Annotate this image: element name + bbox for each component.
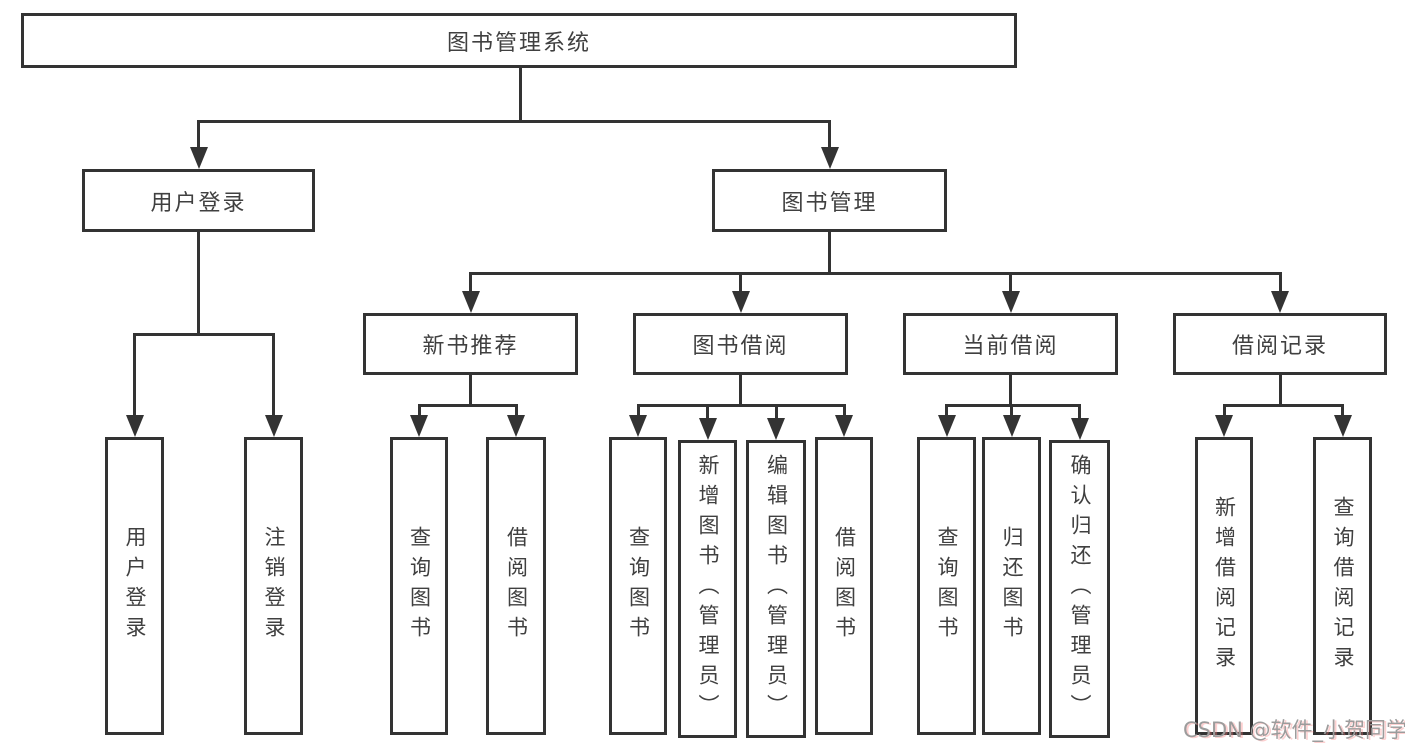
connector-line [945,404,948,417]
leaf-logout: 注销登录 [244,437,303,735]
connector-line [739,373,742,406]
node-book-borrow-label: 图书借阅 [692,334,789,359]
csdn-watermark: CSDN @软件_小贺同学 [1183,718,1405,742]
leaf-user-login: 用户登录 [105,437,164,735]
leaf-borrow-borrow-books-label: 借阅图书 [832,526,857,646]
node-user-login-label: 用户登录 [150,190,247,216]
arrow-down-icon [1333,415,1352,437]
connector-line [706,404,709,419]
node-root: 图书管理系统 [21,13,1017,68]
leaf-recommend-query-books-label: 查询图书 [407,526,432,646]
node-root-label: 图书管理系统 [446,30,591,56]
arrow-down-icon [1001,291,1020,313]
arrow-down-icon [1070,418,1089,440]
leaf-current-query-books: 查询图书 [917,437,976,735]
connector-line [1278,272,1282,293]
connector-line [636,404,640,417]
node-borrow-records: 借阅记录 [1173,313,1387,375]
connector-line [1222,404,1343,407]
leaf-add-borrow-record-label: 新增借阅记录 [1212,496,1237,676]
leaf-logout-label: 注销登录 [262,526,286,646]
arrow-down-icon [835,415,853,437]
node-new-book-recommend-label: 新书推荐 [422,334,519,359]
leaf-borrow-borrow-books: 借阅图书 [815,437,873,735]
connector-line [197,230,200,334]
leaf-borrow-query-books-label: 查询图书 [626,526,651,646]
connector-line [417,404,421,417]
node-book-management: 图书管理 [712,169,947,232]
arrow-down-icon [937,415,956,437]
node-current-borrow: 当前借阅 [903,313,1118,375]
leaf-confirm-return-admin: 确认归还（管理员） [1049,440,1110,738]
connector-line [417,404,518,407]
connector-line [469,272,472,293]
connector-line [1010,404,1013,417]
leaf-return-books-label: 归还图书 [1000,526,1024,646]
connector-line [518,66,522,120]
connector-line [133,333,136,417]
arrow-down-icon [1215,415,1233,437]
connector-line [636,404,846,407]
connector-line [469,272,1282,275]
connector-line [1341,404,1344,417]
leaf-query-borrow-record-label: 查询借阅记录 [1331,496,1355,676]
node-current-borrow-label: 当前借阅 [962,334,1059,359]
node-user-login: 用户登录 [82,169,315,232]
connector-line [272,333,275,417]
arrow-down-icon [1271,291,1289,313]
leaf-return-books: 归还图书 [982,437,1041,735]
node-book-management-label: 图书管理 [781,190,878,216]
arrow-down-icon [629,415,647,437]
leaf-add-books-admin: 新增图书（管理员） [678,440,737,738]
node-book-borrow: 图书借阅 [633,313,848,375]
arrow-down-icon [731,291,750,313]
arrow-down-icon [461,291,480,313]
arrow-down-icon [507,415,525,437]
leaf-borrow-query-books: 查询图书 [609,437,667,735]
connector-line [739,272,742,293]
leaf-recommend-query-books: 查询图书 [390,437,448,735]
connector-line [1009,272,1012,293]
leaf-query-borrow-record: 查询借阅记录 [1313,437,1372,735]
connector-line [197,120,200,150]
connector-line [1278,373,1282,406]
arrow-down-icon [820,147,839,169]
connector-line [514,404,518,417]
connector-line [828,230,831,274]
arrow-down-icon [410,415,428,437]
arrow-down-icon [1002,415,1021,437]
leaf-recommend-borrow-books-label: 借阅图书 [504,526,529,646]
arrow-down-icon [698,418,717,440]
leaf-edit-books-admin: 编辑图书（管理员） [746,440,806,738]
connector-line [842,404,846,417]
arrow-down-icon [189,147,208,169]
connector-line [1078,404,1081,419]
leaf-add-books-admin-label: 新增图书（管理员） [696,454,720,724]
connector-line [828,120,831,150]
leaf-current-query-books-label: 查询图书 [935,526,959,646]
leaf-add-borrow-record: 新增借阅记录 [1195,437,1253,735]
node-borrow-records-label: 借阅记录 [1231,334,1328,359]
connector-line [197,120,831,123]
leaf-confirm-return-admin-label: 确认归还（管理员） [1068,454,1092,724]
leaf-user-login-label: 用户登录 [123,526,147,646]
arrow-down-icon [264,415,283,437]
connector-line [945,404,1081,407]
connector-line [1009,373,1012,406]
leaf-edit-books-admin-label: 编辑图书（管理员） [764,454,789,724]
connector-line [469,373,472,406]
arrow-down-icon [125,415,144,437]
connector-line [1222,404,1226,417]
node-new-book-recommend: 新书推荐 [363,313,578,375]
connector-line [133,333,275,336]
leaf-recommend-borrow-books: 借阅图书 [486,437,546,735]
arrow-down-icon [767,418,785,440]
connector-line [774,404,778,419]
